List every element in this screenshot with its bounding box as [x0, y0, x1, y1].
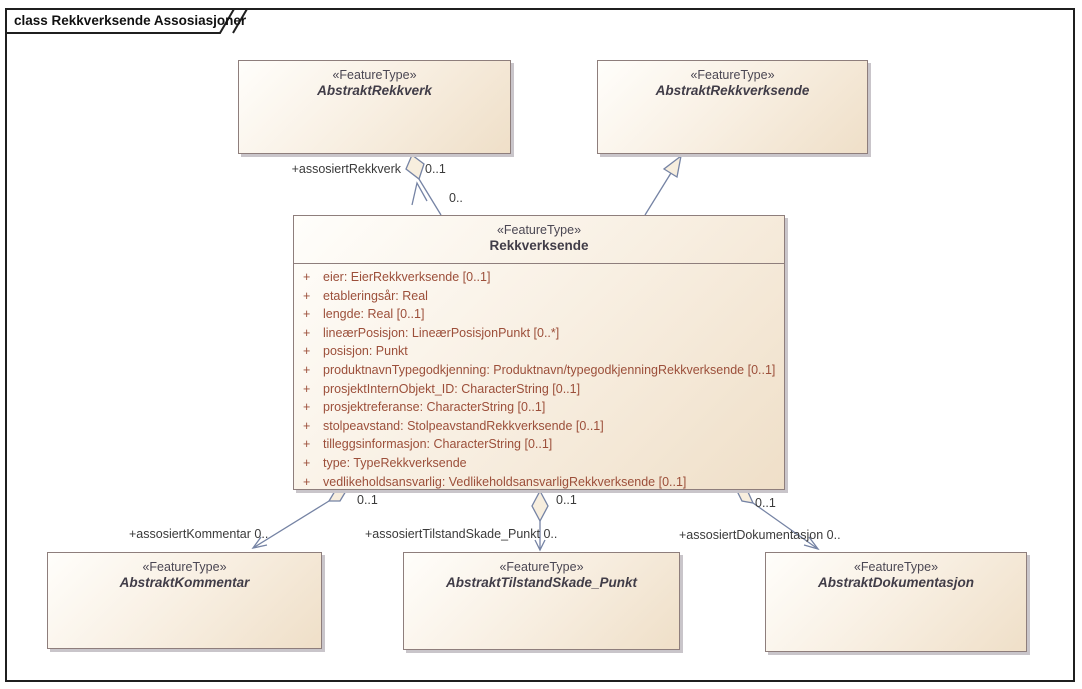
class-box-rekkverksende[interactable]: «FeatureType» Rekkverksende + eier: EierR… — [293, 215, 785, 490]
stereotype-label: «FeatureType» — [142, 560, 227, 574]
class-box-abstrakt-tilstandskade-punkt[interactable]: «FeatureType» AbstraktTilstandSkade_Punk… — [403, 552, 680, 650]
attribute-visibility: + — [303, 437, 311, 452]
role-label-assosiertKommentar: +assosiertKommentar 0.. — [129, 527, 269, 541]
generalization-abstraktRekkverksende[interactable] — [644, 154, 682, 216]
class-box-abstrakt-rekkverksende[interactable]: «FeatureType» AbstraktRekkverksende — [597, 60, 868, 154]
frame-tab-notch — [232, 8, 248, 34]
role-label-assosiertRekkverk: +assosiertRekkverk — [291, 162, 401, 176]
attribute-row: + lineærPosisjon: LineærPosisjonPunkt [0.… — [294, 324, 784, 343]
attribute-visibility: + — [303, 474, 311, 489]
class-box-abstrakt-kommentar[interactable]: «FeatureType» AbstraktKommentar — [47, 552, 322, 649]
attribute-text: etableringsår: Real — [323, 288, 428, 303]
class-name: AbstraktRekkverksende — [655, 83, 810, 98]
attribute-row: + produktnavnTypegodkjenning: Produktnavn… — [294, 361, 784, 380]
attribute-text: prosjektreferanse: CharacterString [0..1… — [323, 400, 546, 415]
class-name: AbstraktKommentar — [119, 575, 250, 590]
class-name: Rekkverksende — [489, 238, 589, 253]
class-box-abstrakt-dokumentasjon[interactable]: «FeatureType» AbstraktDokumentasjon — [765, 552, 1027, 652]
multiplicity-assosiertRekkverk-source: 0.. — [449, 191, 463, 205]
stereotype-label: «FeatureType» — [496, 223, 582, 237]
attribute-text: type: TypeRekkverksende — [323, 455, 467, 470]
association-assosiertDokumentasjon[interactable] — [735, 490, 820, 551]
class-box-abstrakt-rekkverk[interactable]: «FeatureType» AbstraktRekkverk — [238, 60, 511, 154]
stereotype-label: «FeatureType» — [853, 560, 939, 574]
association-assosiertTilstandSkade-Punkt[interactable] — [531, 489, 549, 552]
multiplicity-assosiertKommentar: 0..1 — [357, 493, 378, 507]
attribute-compartment: + eier: EierRekkverksende [0..1] + etabler… — [294, 263, 784, 491]
attribute-row: + lengde: Real [0..1] — [294, 305, 784, 324]
attribute-row: + etableringsår: Real — [294, 287, 784, 306]
attribute-visibility: + — [303, 270, 311, 284]
attribute-visibility: + — [303, 381, 311, 396]
role-label-assosiertDokumentasjon: +assosiertDokumentasjon 0.. — [679, 528, 841, 542]
attribute-row: + eier: EierRekkverksende [0..1] — [294, 268, 784, 287]
diagram-frame — [5, 8, 1075, 682]
attribute-text: prosjektInternObjekt_ID: CharacterString… — [323, 381, 581, 396]
attribute-visibility: + — [303, 288, 311, 303]
multiplicity-assosiertDokumentasjon: 0..1 — [755, 496, 776, 510]
attribute-row: + tilleggsinformasjon: CharacterString [0… — [294, 435, 784, 454]
class-name: AbstraktRekkverk — [317, 83, 432, 98]
attribute-text: lengde: Real [0..1] — [323, 307, 425, 322]
multiplicity-assosiertRekkverk-target: 0..1 — [425, 162, 446, 176]
attribute-text: stolpeavstand: StolpeavstandRekkverksend… — [323, 418, 604, 433]
diagram-title: class Rekkverksende Assosiasjoner — [14, 13, 247, 28]
attribute-text: lineærPosisjon: LineærPosisjonPunkt [0..… — [323, 325, 560, 340]
attribute-visibility: + — [303, 325, 311, 340]
stereotype-label: «FeatureType» — [690, 68, 775, 82]
attribute-row: + prosjektreferanse: CharacterString [0..… — [294, 398, 784, 417]
stereotype-label: «FeatureType» — [499, 560, 584, 574]
attribute-row: + stolpeavstand: StolpeavstandRekkverksen… — [294, 417, 784, 436]
association-assosiertKommentar[interactable] — [251, 490, 348, 549]
stereotype-label: «FeatureType» — [332, 68, 417, 82]
attribute-text: tilleggsinformasjon: CharacterString [0.… — [323, 437, 553, 452]
attribute-text: vedlikeholdsansvarlig: Vedlikeholdsansva… — [323, 474, 687, 489]
class-name: AbstraktTilstandSkade_Punkt — [445, 575, 638, 590]
attribute-text: produktnavnTypegodkjenning: Produktnavn/… — [323, 362, 776, 377]
attribute-row: + type: TypeRekkverksende — [294, 454, 784, 473]
attribute-row: + vedlikeholdsansvarlig: Vedlikeholdsansv… — [294, 473, 784, 492]
multiplicity-assosiertTilstandSkade-Punkt: 0..1 — [556, 493, 577, 507]
association-assosiertRekkverk[interactable] — [405, 153, 442, 216]
attribute-visibility: + — [303, 418, 311, 433]
class-name: AbstraktDokumentasjon — [817, 575, 975, 590]
attribute-text: posisjon: Punkt — [323, 344, 408, 359]
attribute-visibility: + — [303, 455, 311, 470]
attribute-row: + posisjon: Punkt — [294, 342, 784, 361]
role-label-assosiertTilstandSkade-Punkt: +assosiertTilstandSkade_Punkt 0.. — [365, 527, 558, 541]
frame-tab — [5, 8, 236, 34]
attribute-row: + prosjektInternObjekt_ID: CharacterStrin… — [294, 380, 784, 399]
attribute-visibility: + — [303, 307, 311, 322]
attribute-visibility: + — [303, 400, 311, 415]
attribute-visibility: + — [303, 344, 311, 359]
attribute-visibility: + — [303, 362, 311, 377]
attribute-text: eier: EierRekkverksende [0..1] — [323, 270, 491, 284]
